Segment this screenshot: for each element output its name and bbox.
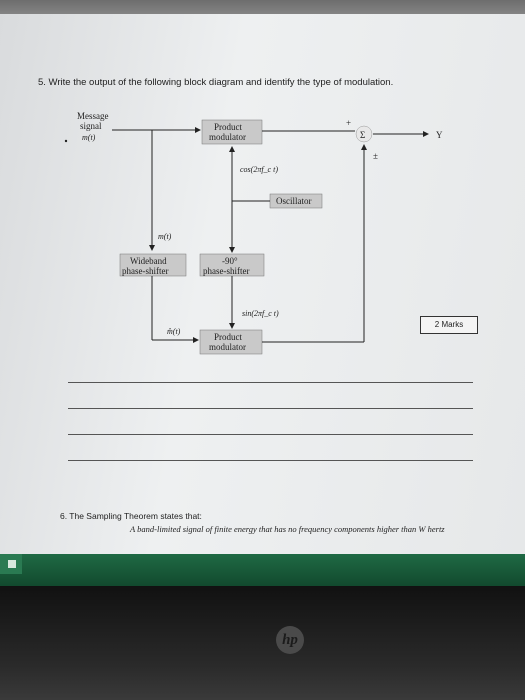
laptop-bottom-bezel [0, 586, 525, 700]
answer-line [68, 382, 473, 383]
wideband-phase-shifter [119, 253, 187, 277]
output-label: Y [436, 130, 443, 140]
mhat-label: m̂(t) [167, 327, 181, 336]
summer-circle [355, 125, 373, 143]
wideband-line1: Wideband [130, 256, 167, 266]
shift90-line1: -90° [222, 256, 238, 266]
cos-label: cos(2πf_c t) [240, 165, 278, 174]
answer-line [68, 434, 473, 435]
hp-logo: hp [276, 626, 304, 654]
document-screen: 5. Write the output of the following blo… [0, 14, 525, 554]
app-icon [8, 560, 16, 568]
input-signal-label: m(t) [82, 133, 96, 142]
block-diagram: Message signal m(t) Product modulator + … [64, 111, 443, 355]
pm-sign: ± [373, 151, 378, 161]
shift90-line2: phase-shifter [203, 266, 249, 276]
summer-symbol: Σ [360, 130, 365, 140]
sin-label: sin(2πf_c t) [242, 309, 279, 318]
question-6-text: 6. The Sampling Theorem states that: [60, 511, 202, 521]
product-modulator-bottom-line2: modulator [209, 342, 246, 352]
bullet-dot [64, 139, 68, 143]
wideband-line2: phase-shifter [122, 266, 168, 276]
product-modulator-top-line2: modulator [209, 132, 246, 142]
product-modulator-top [201, 119, 263, 145]
message-label: Message [77, 111, 109, 121]
answer-line [68, 408, 473, 409]
plus-sign: + [346, 118, 351, 128]
answer-line [68, 460, 473, 461]
taskbar [0, 554, 525, 586]
product-modulator-bottom [199, 329, 263, 355]
mt-label: m(t) [158, 232, 172, 241]
oscillator-label: Oscillator [276, 196, 312, 206]
sampling-theorem-statement: A band-limited signal of finite energy t… [130, 524, 445, 534]
product-modulator-bottom-line1: Product [214, 332, 242, 342]
question-5-text: 5. Write the output of the following blo… [38, 77, 394, 88]
marks-box: 2 Marks [420, 316, 478, 334]
signal-label: signal [80, 121, 102, 131]
product-modulator-top-line1: Product [214, 122, 242, 132]
monitor-top-bezel [0, 0, 525, 18]
